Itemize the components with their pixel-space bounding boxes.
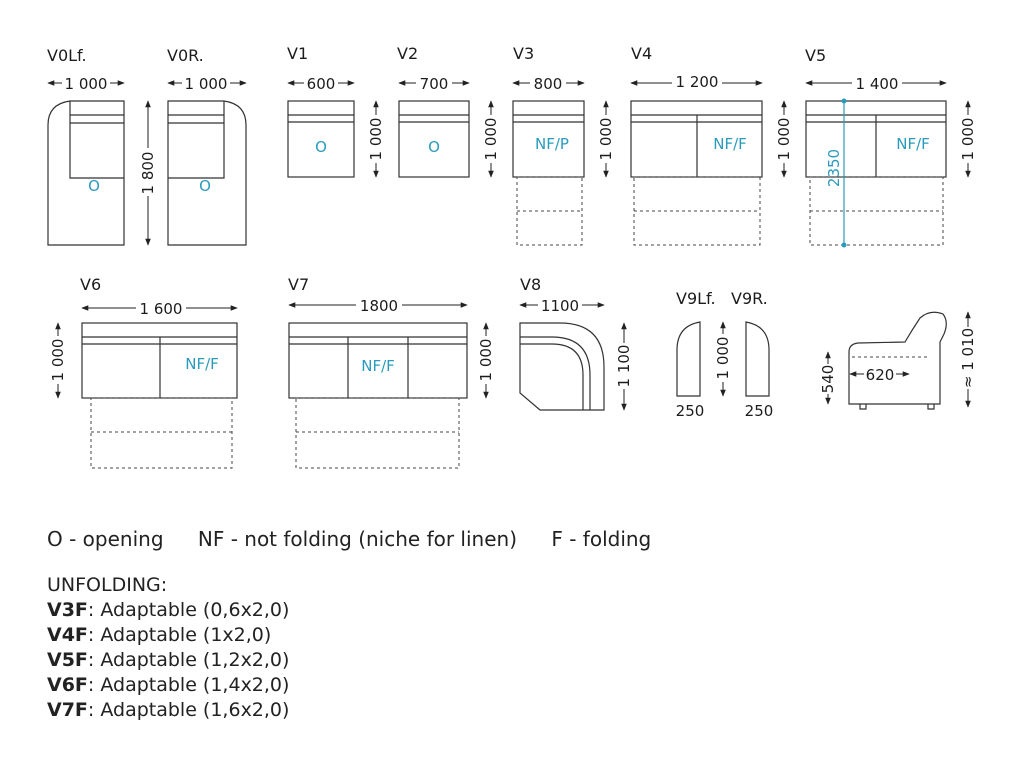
module-mark: NF/F: [896, 135, 930, 153]
unfolding-title: UNFOLDING:: [47, 574, 168, 596]
module-outline: [167, 100, 247, 246]
v0-depth-dimension: 1 800: [139, 100, 157, 246]
depth-label: 1 000: [477, 339, 495, 382]
unfolding-code: V4F: [47, 624, 88, 646]
module-code: V2: [397, 44, 418, 63]
unfolding-text: : Adaptable (1,6x2,0): [87, 699, 290, 721]
module-v0lf: V0Lf. 1 000 O: [47, 46, 125, 246]
module-v6: V6 1 600 NF/F 1 000: [49, 275, 238, 469]
width-label: 1 200: [676, 73, 719, 91]
module-code: V8: [520, 275, 541, 294]
side-outline: [848, 311, 947, 405]
module-code: V7: [288, 275, 309, 294]
module-v9: V9Lf. V9R. 250 250 1 000: [676, 289, 774, 420]
depth-label: 1 100: [615, 345, 633, 388]
unfolded-outline: [516, 176, 583, 246]
depth-label: 1 000: [49, 339, 67, 382]
v9lf-outline: [676, 321, 701, 397]
unfolding-code: V7F: [47, 699, 88, 721]
unfolding-section: UNFOLDING: V3F: Adaptable (0,6x2,0) V4F:…: [47, 573, 289, 723]
unfolding-row: V4F: Adaptable (1x2,0): [47, 623, 289, 648]
v9r-width-label: 250: [745, 402, 774, 420]
width-label: 1 000: [185, 75, 228, 93]
depth-label: 1 000: [714, 337, 732, 380]
module-code: V6: [80, 275, 101, 294]
depth-label: 1 800: [139, 152, 157, 195]
module-code: V0R.: [167, 46, 204, 65]
width-label: 1 000: [65, 75, 108, 93]
v9r-outline: [745, 321, 770, 397]
module-outline: [287, 100, 355, 178]
module-v8: V8 1100 1 100: [519, 275, 633, 411]
module-mark: O: [428, 138, 440, 156]
unfolding-row: V5F: Adaptable (1,2x2,0): [47, 648, 289, 673]
module-mark: NF/F: [713, 135, 747, 153]
depth-label: 1 000: [367, 118, 385, 161]
module-outline: [47, 100, 125, 246]
module-outline: [519, 322, 605, 411]
unfolding-row: V6F: Adaptable (1,4x2,0): [47, 673, 289, 698]
unfolding-text: : Adaptable (1x2,0): [87, 624, 272, 646]
unfolding-row: V3F: Adaptable (0,6x2,0): [47, 598, 289, 623]
module-v5: V5 1 400 NF/F 2350 1 000: [805, 46, 977, 248]
legend-item: NF - not folding (niche for linen): [197, 527, 517, 551]
module-code: V1: [287, 44, 308, 63]
depth-label: 1 000: [775, 118, 793, 161]
module-code: V4: [631, 44, 652, 63]
depth-label: 1 000: [482, 118, 500, 161]
legend-item: F - folding: [551, 527, 652, 551]
width-label: 700: [420, 75, 449, 93]
width-label: 1 600: [140, 300, 183, 318]
unfolding-code: V3F: [47, 599, 88, 621]
module-code-v9r: V9R.: [731, 289, 768, 308]
module-v3: V3 800 NF/P 1 000: [512, 44, 615, 246]
module-mark: O: [315, 138, 327, 156]
unfolding-code: V5F: [47, 649, 88, 671]
unfolding-text: : Adaptable (1,4x2,0): [87, 674, 290, 696]
module-outline: [288, 322, 468, 399]
depth-label: 1 000: [959, 118, 977, 161]
module-mark: O: [88, 177, 100, 195]
seat-height-label: 540: [819, 365, 837, 394]
module-mark: O: [199, 177, 211, 195]
module-v0r: V0R. 1 000 O: [167, 46, 247, 246]
module-v4: V4 1 200 NF/F 1 000: [630, 44, 793, 246]
unfolded-outline: [295, 397, 460, 469]
module-detail: [69, 101, 124, 179]
module-v1: V1 600 O 1 000: [287, 44, 385, 178]
module-code: V5: [805, 46, 826, 65]
module-mark: NF/F: [185, 355, 219, 373]
module-v2: V2 700 O 1 000: [397, 44, 500, 178]
width-label: 1100: [541, 297, 579, 315]
width-label: 1 400: [856, 75, 899, 93]
width-label: 800: [534, 75, 563, 93]
module-mark: NF/F: [361, 357, 395, 375]
unfolded-outline: [90, 397, 233, 469]
module-code-v9lf: V9Lf.: [676, 289, 716, 308]
unfolding-text: : Adaptable (0,6x2,0): [87, 599, 290, 621]
module-code: V3: [513, 44, 534, 63]
height-label: ≈ 1 010: [959, 328, 977, 388]
module-outline: [398, 100, 470, 178]
width-label: 1800: [360, 297, 398, 315]
legend-item: O - opening: [47, 527, 164, 551]
side-view: 540 620 ≈ 1 010: [819, 311, 977, 410]
unfolding-text: : Adaptable (1,2x2,0): [87, 649, 290, 671]
seat-depth-label: 620: [866, 366, 895, 384]
module-code: V0Lf.: [47, 46, 87, 65]
legend: O - opening NF - not folding (niche for …: [47, 527, 679, 551]
extended-length-label: 2350: [825, 149, 843, 187]
module-mark: NF/P: [535, 135, 569, 153]
unfolding-code: V6F: [47, 674, 88, 696]
width-label: 600: [307, 75, 336, 93]
module-detail: [168, 101, 225, 179]
v9lf-width-label: 250: [676, 402, 705, 420]
module-v7: V7 1800 NF/F 1 000: [288, 275, 495, 469]
depth-label: 1 000: [597, 118, 615, 161]
unfolding-row: V7F: Adaptable (1,6x2,0): [47, 698, 289, 723]
